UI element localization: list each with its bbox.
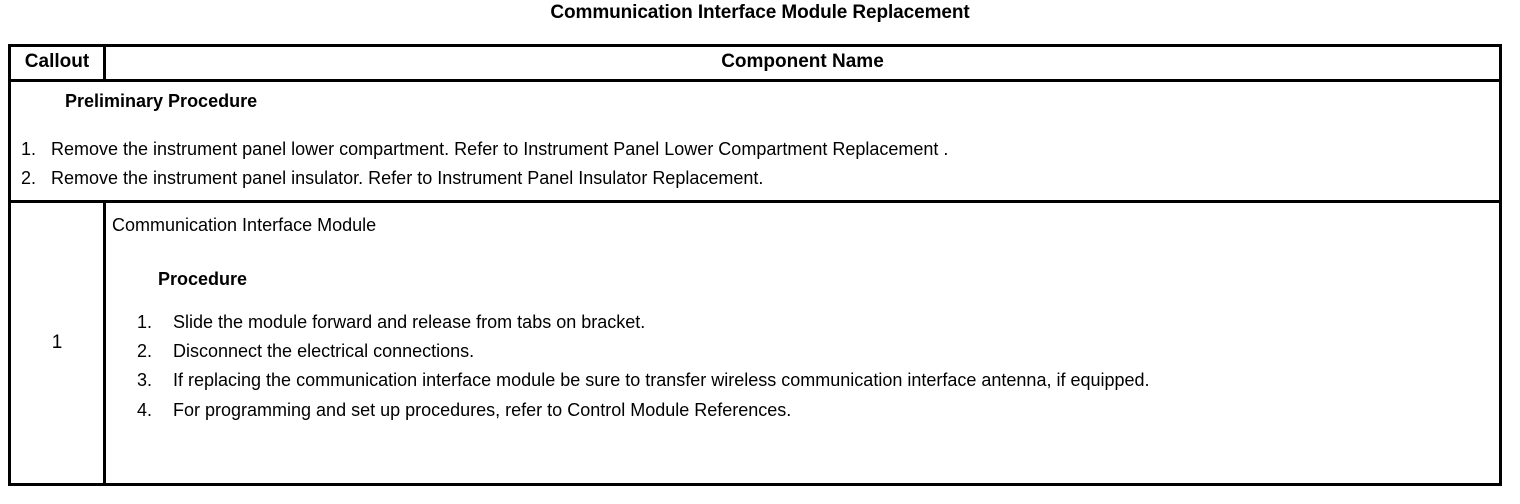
column-header-callout: Callout [11, 47, 106, 79]
component-detail-cell: Communication Interface Module Procedure… [106, 203, 1499, 483]
table-row: 1 Communication Interface Module Procedu… [11, 202, 1499, 483]
list-item-text: Slide the module forward and release fro… [173, 311, 646, 332]
page-title: Communication Interface Module Replaceme… [550, 2, 970, 23]
list-item-marker: 3. [137, 370, 153, 391]
callout-number: 1 [11, 202, 106, 483]
list-item-text: If replacing the communication interface… [173, 370, 1150, 391]
list-item-marker: 1. [137, 311, 153, 332]
list-item-marker: 2. [137, 340, 153, 361]
list-item-text: Remove the instrument panel insulator. R… [51, 168, 764, 189]
list-item-text: For programming and set up procedures, r… [173, 399, 792, 420]
list-item: 2. Remove the instrument panel insulator… [11, 164, 1499, 193]
list-item: 1. Remove the instrument panel lower com… [11, 135, 1499, 164]
column-header-component-name: Component Name [721, 51, 884, 72]
preliminary-procedure-cell: Preliminary Procedure 1. Remove the inst… [11, 82, 1499, 200]
replacement-procedure-table: Callout Component Name Preliminary Proce… [8, 44, 1502, 486]
preliminary-steps-list: 1. Remove the instrument panel lower com… [11, 135, 1499, 194]
list-item-marker: 2. [21, 168, 37, 189]
preliminary-procedure-heading: Preliminary Procedure [65, 91, 258, 111]
list-item: 2. Disconnect the electrical connections… [123, 337, 1491, 366]
list-item-marker: 4. [137, 399, 153, 420]
preliminary-procedure-row: Preliminary Procedure 1. Remove the inst… [11, 82, 1499, 203]
component-name-label: Communication Interface Module [112, 214, 377, 235]
list-item-marker: 1. [21, 139, 37, 159]
list-item-text: Disconnect the electrical connections. [173, 340, 475, 361]
list-item-text: Remove the instrument panel lower compar… [51, 139, 949, 159]
list-item: 3. If replacing the communication interf… [123, 366, 1491, 395]
list-item: 4. For programming and set up procedures… [123, 396, 1491, 425]
table-header-row: Callout Component Name [11, 47, 1499, 82]
list-item: 1. Slide the module forward and release … [123, 308, 1491, 337]
procedure-heading: Procedure [158, 268, 248, 289]
procedure-steps-list: 1. Slide the module forward and release … [106, 308, 1491, 425]
